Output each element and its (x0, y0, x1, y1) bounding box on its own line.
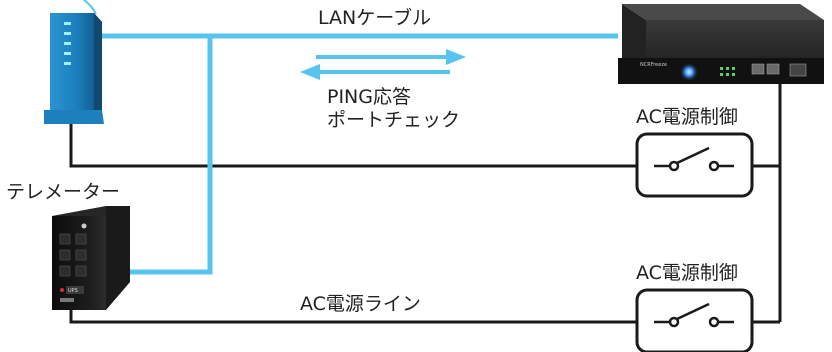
ac-control-label-2: AC電源制御 (636, 262, 738, 284)
controller-status-leds (720, 67, 735, 76)
controller-brand-text: NCRFreeze (640, 62, 667, 68)
ups-outlets (59, 233, 87, 277)
switch-box-2 (635, 288, 754, 352)
lan-cable-to-ups (126, 36, 213, 275)
controller-ports (751, 63, 807, 77)
lan-cable-label: LANケーブル (318, 6, 431, 29)
ping-reply-label: PING応答 (327, 86, 411, 108)
controller-device: NCRFreeze (618, 4, 824, 84)
lan-lines (83, 0, 618, 275)
port-check-label: ポートチェック (327, 109, 460, 131)
ups-badge-text: UPS (68, 288, 78, 294)
arrow-right-head (446, 49, 466, 65)
controller-power-led (680, 63, 698, 81)
ups-badge (66, 286, 84, 294)
switch-box-1 (635, 132, 754, 198)
telemeter-label: テレメーター (6, 181, 120, 203)
ac-power-line-label: AC電源ライン (300, 293, 421, 315)
router-antenna (83, 0, 97, 15)
ups-device: UPS (52, 206, 130, 310)
ac-control-label-1: AC電源制御 (636, 106, 738, 128)
router-power-line (69, 122, 637, 168)
ups-power-button (81, 223, 87, 229)
arrow-left-shaft (320, 70, 450, 74)
router-leds (64, 22, 71, 65)
arrow-right-shaft (316, 55, 446, 59)
ping-arrows (300, 49, 466, 80)
ac-power-lines (69, 82, 782, 324)
router-device (44, 13, 104, 124)
arrow-left-head (300, 64, 320, 80)
ups-red-led (60, 288, 64, 292)
ups-power-line (69, 310, 637, 324)
